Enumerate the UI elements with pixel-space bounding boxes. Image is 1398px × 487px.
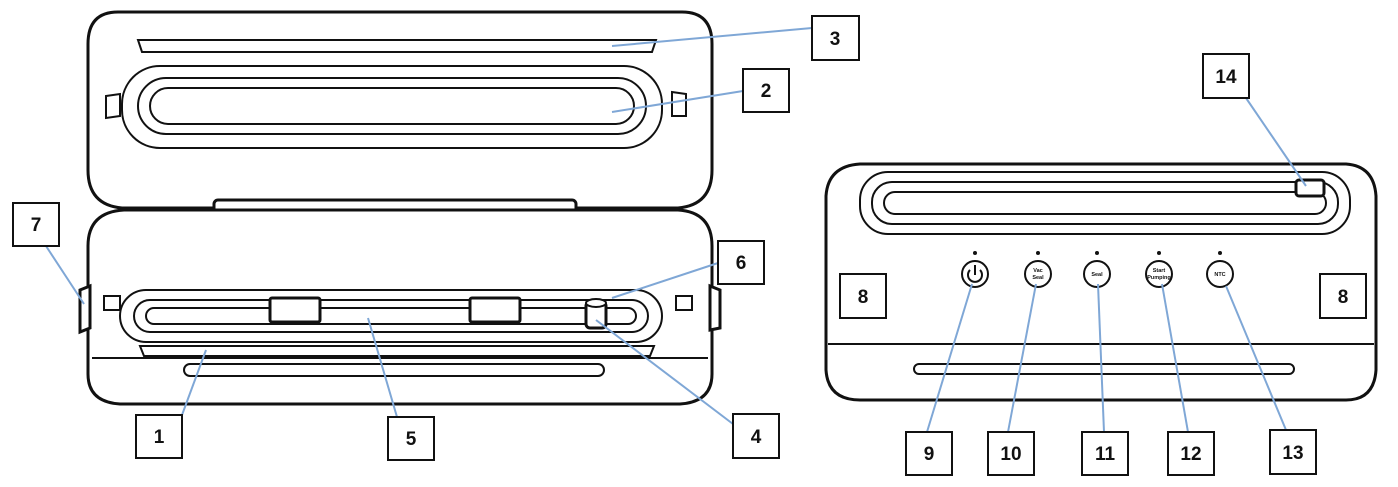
vacuum-nozzle-top <box>585 298 607 308</box>
svg-text:13: 13 <box>1282 443 1303 464</box>
leader-1 <box>181 349 207 416</box>
svg-text:7: 7 <box>31 215 42 236</box>
callout-11: 11 <box>1081 431 1129 476</box>
base-latch-right-inner <box>675 295 693 311</box>
leader-9 <box>926 283 973 433</box>
open-sealer <box>78 10 722 406</box>
lid-top-strip <box>136 39 658 53</box>
callout-3: 3 <box>811 15 860 61</box>
callout-9: 9 <box>905 431 953 476</box>
stop-button-line1: Start <box>1153 268 1166 274</box>
base-bottom-strip <box>138 345 656 357</box>
leader-6 <box>611 262 719 299</box>
ntc-button-label: NTC <box>1214 272 1225 278</box>
indicator-dot-power <box>973 251 977 255</box>
seal-button[interactable]: Seal <box>1083 260 1111 288</box>
svg-text:2: 2 <box>761 81 772 102</box>
cutter-slider <box>1294 178 1326 198</box>
leader-12 <box>1161 283 1189 433</box>
callout-2: 2 <box>742 68 790 113</box>
power-icon <box>967 269 983 283</box>
lid-gasket-core <box>149 87 635 125</box>
seal-button-label: Seal <box>1091 272 1103 278</box>
svg-text:6: 6 <box>736 253 747 274</box>
leader-7 <box>45 245 85 305</box>
base-latch-left-inner <box>103 295 121 311</box>
stop-button[interactable]: Start Pumping <box>1145 260 1173 288</box>
power-button[interactable] <box>961 260 989 288</box>
vac-seal-button-line2: Seal <box>1032 275 1044 281</box>
indicator-dot-stop <box>1157 251 1161 255</box>
stop-button-line2: Pumping <box>1147 275 1171 281</box>
indicator-dot-ntc <box>1218 251 1222 255</box>
ntc-button[interactable]: NTC <box>1206 260 1234 288</box>
svg-text:4: 4 <box>751 427 762 448</box>
callout-14: 14 <box>1202 53 1250 99</box>
closed-sealer: Vac Seal Seal Start Pumping NTC <box>824 162 1378 402</box>
callout-10: 10 <box>987 431 1035 476</box>
base-latch-right-outer <box>708 283 722 332</box>
svg-text:10: 10 <box>1000 444 1021 465</box>
heating-clip-left <box>268 296 322 324</box>
closed-slot-inner <box>883 191 1327 215</box>
callout-13: 13 <box>1269 429 1317 475</box>
vac-seal-button[interactable]: Vac Seal <box>1024 260 1052 288</box>
lid-latch-right <box>671 90 687 117</box>
leader-4 <box>595 319 734 425</box>
base-gasket-core <box>145 307 637 325</box>
svg-text:14: 14 <box>1215 67 1237 88</box>
leader-2 <box>611 90 744 113</box>
svg-text:12: 12 <box>1180 444 1201 465</box>
callout-8-left: 8 <box>839 273 887 319</box>
callout-7: 7 <box>12 202 60 247</box>
svg-text:3: 3 <box>830 29 841 50</box>
base-front-slot <box>183 363 605 377</box>
callout-8-right: 8 <box>1319 273 1367 319</box>
svg-text:5: 5 <box>406 429 417 450</box>
closed-front-slot <box>913 363 1295 375</box>
indicator-dot-vac-seal <box>1036 251 1040 255</box>
callout-5: 5 <box>387 416 435 461</box>
leader-5 <box>367 317 398 418</box>
vac-seal-button-line1: Vac <box>1033 268 1042 274</box>
leader-3 <box>611 27 813 47</box>
callout-4: 4 <box>732 413 780 459</box>
callout-6: 6 <box>717 240 765 285</box>
base-latch-left-outer <box>78 283 92 335</box>
heating-clip-right <box>468 296 522 324</box>
leader-10 <box>1007 283 1037 433</box>
svg-text:11: 11 <box>1095 444 1116 465</box>
callout-1: 1 <box>135 414 183 459</box>
leader-11 <box>1097 283 1105 433</box>
svg-text:1: 1 <box>154 427 165 448</box>
lid-latch-left <box>105 92 121 120</box>
leader-14 <box>1245 97 1307 187</box>
svg-text:8: 8 <box>1338 287 1349 308</box>
svg-text:8: 8 <box>858 287 869 308</box>
leader-lines <box>45 27 1307 433</box>
svg-text:9: 9 <box>924 444 935 465</box>
indicator-dot-seal <box>1095 251 1099 255</box>
callout-12: 12 <box>1167 431 1215 476</box>
leader-13 <box>1225 285 1287 431</box>
